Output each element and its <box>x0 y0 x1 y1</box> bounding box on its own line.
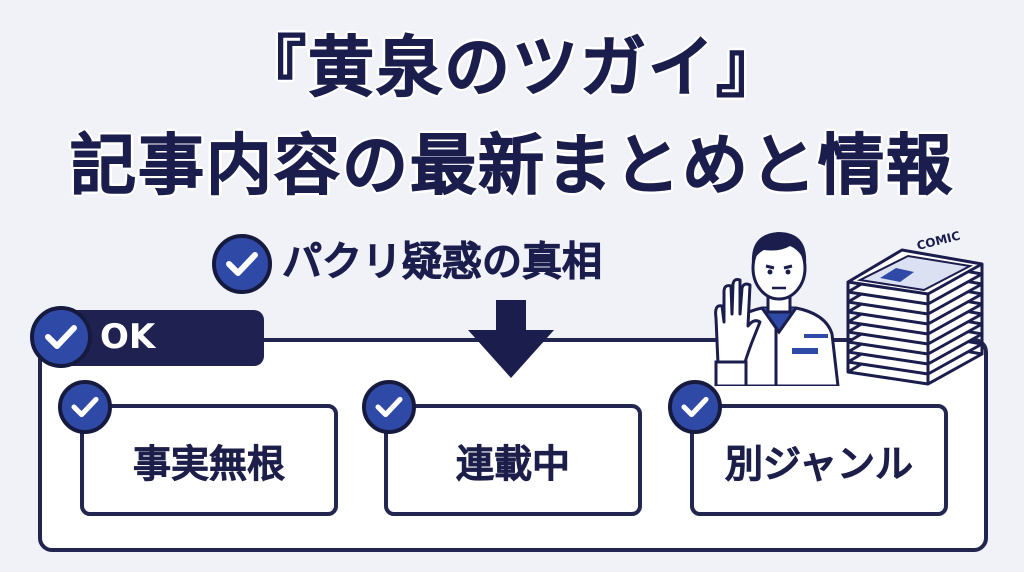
check-icon <box>668 380 722 434</box>
title-line-1: 『黄泉のツガイ』 <box>240 29 784 107</box>
down-arrow-icon <box>468 300 554 378</box>
check-icon <box>30 306 92 368</box>
card-serializing: 連載中 <box>384 404 642 516</box>
stop-gesture-person-illustration <box>714 232 840 386</box>
card-different-genre: 別ジャンル <box>690 404 948 516</box>
card-fact-less: 事実無根 <box>80 404 338 516</box>
check-icon <box>58 380 112 434</box>
title-line-2: 記事内容の最新まとめと情報 <box>70 127 954 205</box>
subtitle: パクリ疑惑の真相 <box>282 239 603 286</box>
comic-stack-illustration: COMIC <box>846 229 984 386</box>
check-icon <box>362 380 416 434</box>
comic-label: COMIC <box>915 229 961 253</box>
check-icon <box>212 234 272 294</box>
ok-tab <box>58 310 264 366</box>
ok-label: OK <box>100 317 156 357</box>
